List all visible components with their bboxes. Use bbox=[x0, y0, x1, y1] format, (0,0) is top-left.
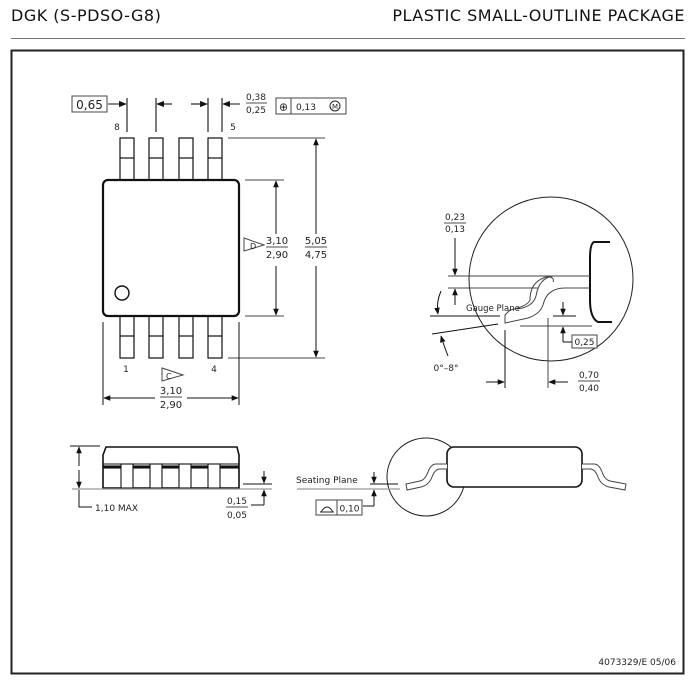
lead-detail-view: 0,23 0,13 Gauge Plane 0,25 0°–8° bbox=[430, 196, 634, 394]
lead-pin8 bbox=[119, 137, 135, 181]
side-view-front: 1,10 MAX 0,15 0,05 bbox=[70, 445, 272, 521]
package-code-title: DGK (S-PDSO-G8) bbox=[11, 6, 162, 25]
pin-pitch-value: 0,65 bbox=[76, 98, 103, 112]
position-tolerance-frame: ⊕ 0,13 M bbox=[275, 97, 347, 115]
pin-label-1: 1 bbox=[123, 365, 129, 375]
mmc-letter: M bbox=[332, 103, 338, 111]
lead-pin4 bbox=[207, 315, 223, 359]
lead-width-max: 0,38 bbox=[246, 93, 266, 103]
side-lead bbox=[149, 463, 163, 489]
body-width-min: 2,90 bbox=[266, 250, 288, 261]
seating-plane-label: Seating Plane bbox=[296, 476, 358, 486]
foot-length-min: 0,40 bbox=[579, 384, 599, 394]
body-length-min: 2,90 bbox=[160, 400, 182, 411]
detail-body-edge bbox=[589, 241, 612, 323]
datum-d-flag: D bbox=[243, 237, 266, 252]
drawing-number: 4073329/E 05/06 bbox=[598, 658, 676, 668]
gauge-offset-box bbox=[571, 334, 598, 349]
pin-label-5: 5 bbox=[230, 123, 236, 133]
gauge-plane-label: Gauge Plane bbox=[466, 304, 520, 314]
coplanarity-frame: 0,10 bbox=[315, 499, 363, 516]
position-tolerance-value: 0,13 bbox=[296, 103, 316, 113]
package-body bbox=[101, 178, 241, 318]
end-body bbox=[446, 446, 583, 488]
pin-label-8: 8 bbox=[114, 123, 120, 133]
overall-width-min: 4,75 bbox=[305, 250, 327, 261]
top-view: 0,65 0,38 0,25 ⊕ 0,13 M 8 5 1 4 D 3,10 bbox=[71, 93, 347, 411]
foot-length-max: 0,70 bbox=[579, 371, 599, 381]
mmc-icon bbox=[329, 100, 341, 112]
lead-angle: 0°–8° bbox=[434, 364, 459, 374]
datum-c-flag: C bbox=[161, 367, 185, 382]
pin1-indicator bbox=[114, 285, 130, 301]
detail-circle bbox=[468, 196, 634, 362]
height-max: 1,10 MAX bbox=[95, 504, 138, 514]
lead-pin3 bbox=[178, 315, 194, 359]
coplanarity-value: 0,10 bbox=[339, 505, 359, 515]
body-width-max: 3,10 bbox=[266, 236, 288, 247]
lead-thickness-max: 0,23 bbox=[445, 213, 465, 223]
lead-pin6 bbox=[178, 137, 194, 181]
pin-label-4: 4 bbox=[211, 365, 217, 375]
drawing-frame bbox=[10, 49, 685, 675]
side-lead bbox=[207, 463, 221, 489]
profile-surface-icon bbox=[320, 506, 334, 513]
lead-pin5 bbox=[207, 137, 223, 181]
lead-pin1 bbox=[119, 315, 135, 359]
bottom-leads bbox=[119, 315, 223, 359]
position-symbol-icon: ⊕ bbox=[279, 101, 288, 114]
svg-text:D: D bbox=[250, 242, 256, 251]
pin-pitch-box bbox=[71, 95, 108, 113]
overall-width-max: 5,05 bbox=[305, 236, 327, 247]
standoff-max: 0,15 bbox=[227, 497, 247, 507]
side-lead bbox=[120, 463, 134, 489]
lead-pin2 bbox=[148, 315, 164, 359]
lead-pin7 bbox=[148, 137, 164, 181]
package-name-title: PLASTIC SMALL-OUTLINE PACKAGE bbox=[392, 6, 685, 25]
standoff-min: 0,05 bbox=[227, 511, 247, 521]
side-lead bbox=[178, 463, 192, 489]
lead-width-min: 0,25 bbox=[246, 106, 266, 116]
side-view-end: Seating Plane 0,10 bbox=[296, 437, 627, 517]
body-length-max: 3,10 bbox=[160, 386, 182, 397]
gauge-plane-offset: 0,25 bbox=[574, 338, 594, 348]
lead-thickness-min: 0,13 bbox=[445, 225, 465, 235]
svg-text:C: C bbox=[166, 372, 172, 381]
header-rule bbox=[11, 38, 685, 39]
top-leads bbox=[119, 137, 223, 181]
